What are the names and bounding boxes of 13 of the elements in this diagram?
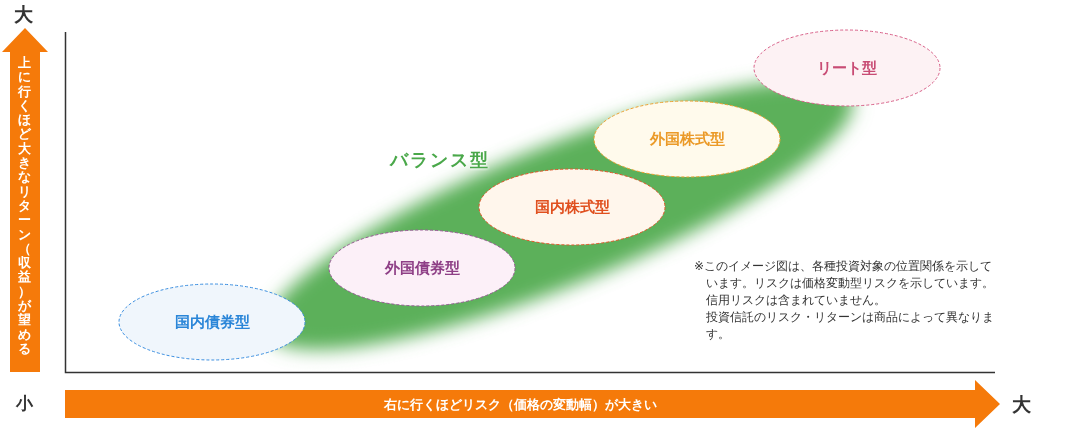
- axis-caption: 上に行くほど大きなリターン（収益）が望める: [18, 56, 31, 357]
- category-label: 国内株式型: [534, 197, 610, 217]
- axis-max-label: 大: [1012, 392, 1031, 417]
- axis-max-label: 大: [14, 2, 33, 27]
- note-text: 投資信託のリスク・リターンは商品によって異なります。: [706, 309, 995, 343]
- axis-min-label: 小: [16, 392, 33, 415]
- category-label: 国内債券型: [174, 312, 250, 332]
- axis-caption: 右に行くほどリスク（価格の変動幅）が大きい: [382, 396, 658, 414]
- category-label: リート型: [817, 58, 877, 78]
- category-label: 外国債券型: [384, 258, 460, 278]
- category-label: 外国株式型: [649, 129, 725, 149]
- band-label: バランス型: [390, 148, 490, 172]
- note-text: ※このイメージ図は、各種投資対象の位置関係を示しています。リスクは価格変動型リスクを示しています。信用リスクは含まれていません。: [694, 258, 995, 309]
